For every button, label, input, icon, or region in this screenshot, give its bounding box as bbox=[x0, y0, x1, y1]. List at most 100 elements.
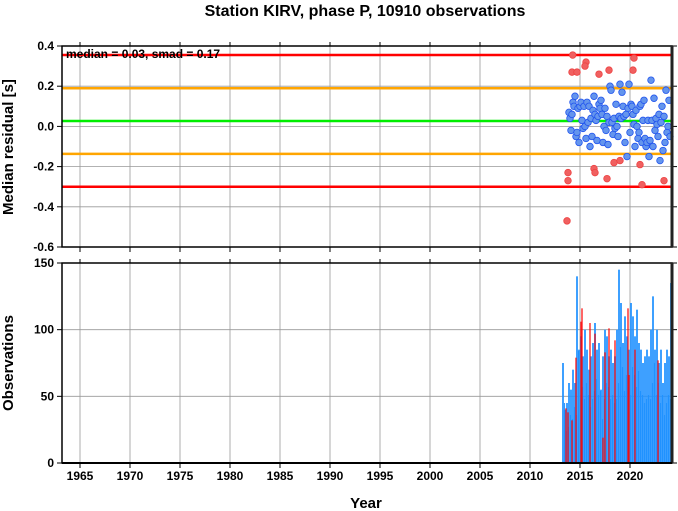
observation-bar bbox=[642, 363, 644, 463]
outlier-bar bbox=[575, 357, 577, 463]
inlier-point bbox=[662, 86, 670, 94]
bottom-y-tick-label: 0 bbox=[47, 456, 54, 470]
observation-bar bbox=[596, 349, 598, 463]
outlier-bar bbox=[594, 333, 596, 463]
observation-bar bbox=[588, 369, 590, 463]
inlier-point bbox=[578, 116, 586, 125]
outlier-bar bbox=[614, 340, 616, 463]
observation-bar bbox=[600, 389, 602, 463]
outlier-bar bbox=[608, 328, 610, 463]
observation-bar bbox=[578, 349, 580, 463]
outlier-point bbox=[660, 176, 668, 185]
x-tick-label: 1995 bbox=[367, 469, 394, 483]
observation-bar bbox=[636, 309, 638, 463]
x-tick-label: 2015 bbox=[567, 469, 594, 483]
outlier-point bbox=[616, 156, 624, 165]
inlier-point bbox=[573, 128, 581, 137]
outlier-bar bbox=[634, 349, 636, 463]
top-y-tick-label: -0.4 bbox=[33, 200, 54, 214]
outlier-point bbox=[581, 62, 589, 70]
bottom-y-axis-label: Observations bbox=[0, 315, 17, 411]
x-tick-label: 2020 bbox=[617, 469, 644, 483]
inlier-point bbox=[631, 142, 639, 151]
observation-bar bbox=[602, 356, 604, 463]
outlier-point bbox=[569, 51, 577, 59]
outlier-bar bbox=[657, 360, 659, 463]
observation-bar bbox=[562, 363, 564, 463]
inlier-point bbox=[590, 92, 598, 100]
inlier-point bbox=[614, 132, 622, 141]
inlier-point bbox=[568, 110, 576, 119]
top-y-tick-label: 0.0 bbox=[37, 119, 54, 133]
inlier-point bbox=[604, 140, 612, 149]
observation-bar bbox=[666, 349, 668, 463]
observation-bar bbox=[650, 329, 652, 463]
observation-bar bbox=[616, 329, 618, 463]
outlier-bar bbox=[627, 308, 629, 463]
outlier-bar bbox=[580, 321, 582, 463]
observation-bar bbox=[576, 276, 578, 463]
x-tick-label: 2010 bbox=[517, 469, 544, 483]
inlier-point bbox=[582, 134, 590, 143]
outlier-point bbox=[630, 54, 638, 62]
observation-bar bbox=[574, 383, 576, 463]
observation-bar bbox=[570, 389, 572, 463]
inlier-point bbox=[603, 112, 611, 121]
inlier-point bbox=[661, 138, 669, 147]
inlier-point bbox=[646, 136, 654, 145]
inlier-point bbox=[607, 86, 615, 94]
inlier-point bbox=[654, 132, 662, 141]
observation-bar bbox=[566, 403, 568, 463]
observation-bar bbox=[572, 369, 574, 463]
observation-bar bbox=[626, 336, 628, 463]
top-y-tick-label: -0.6 bbox=[33, 240, 54, 254]
outlier-point bbox=[603, 174, 611, 183]
bottom-y-tick-label: 50 bbox=[41, 389, 55, 403]
observation-bar bbox=[582, 356, 584, 463]
inlier-point bbox=[586, 142, 594, 151]
inlier-point bbox=[658, 102, 666, 110]
outlier-point bbox=[564, 176, 572, 185]
outlier-point bbox=[595, 70, 603, 78]
observation-bar bbox=[656, 329, 658, 463]
inlier-point bbox=[660, 112, 668, 121]
x-tick-label: 1980 bbox=[217, 469, 244, 483]
x-tick-label: 1990 bbox=[317, 469, 344, 483]
outlier-bar bbox=[628, 375, 630, 463]
observation-bar bbox=[620, 303, 622, 463]
observation-bar bbox=[668, 356, 670, 463]
top-y-tick-label: -0.2 bbox=[33, 160, 54, 174]
observation-bar bbox=[618, 269, 620, 463]
observation-bar bbox=[632, 316, 634, 463]
inlier-point bbox=[621, 138, 629, 147]
observation-bar bbox=[590, 356, 592, 463]
inlier-point bbox=[613, 122, 621, 131]
inlier-point bbox=[575, 138, 583, 147]
bottom-y-tick-label: 150 bbox=[34, 256, 54, 270]
outlier-point bbox=[638, 180, 646, 189]
outlier-point bbox=[636, 160, 644, 169]
observation-bar bbox=[612, 363, 614, 463]
observation-bar bbox=[598, 343, 600, 463]
inlier-point bbox=[593, 136, 601, 145]
inlier-point bbox=[651, 126, 659, 135]
top-plot-frame bbox=[61, 45, 673, 248]
observation-bar bbox=[660, 349, 662, 463]
bottom-y-tick-label: 100 bbox=[34, 323, 54, 337]
outlier-bar bbox=[565, 408, 567, 463]
observation-bar bbox=[568, 383, 570, 463]
x-tick-label: 1985 bbox=[267, 469, 294, 483]
inlier-point bbox=[588, 132, 596, 141]
observation-bar bbox=[658, 363, 660, 463]
inlier-point bbox=[571, 92, 579, 100]
outlier-point bbox=[564, 168, 572, 177]
inlier-point bbox=[650, 94, 658, 102]
observation-bar bbox=[664, 363, 666, 463]
inlier-point bbox=[612, 100, 620, 108]
observation-bar bbox=[646, 349, 648, 463]
inlier-point bbox=[635, 128, 643, 137]
inlier-point bbox=[656, 156, 664, 165]
observation-bar bbox=[610, 349, 612, 463]
